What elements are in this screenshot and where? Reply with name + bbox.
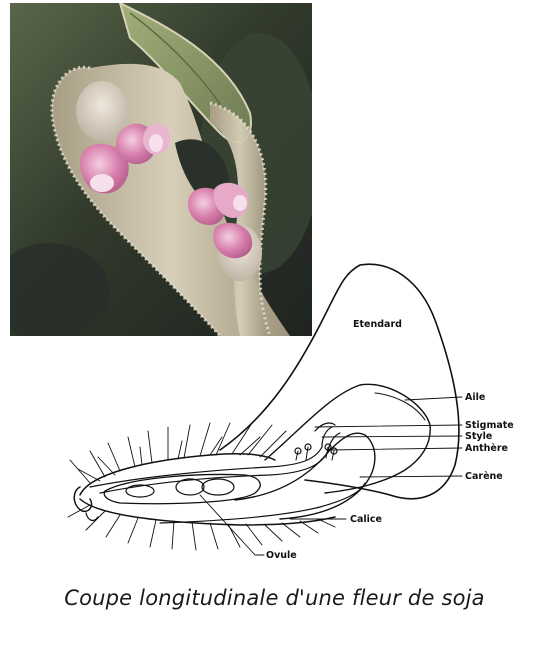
label-ovule: Ovule [266,550,297,561]
flower-section-diagram: Etendard Aile Stigmate Style Anthère Car… [60,255,540,575]
label-style: Style [465,431,492,442]
figure-caption: Coupe longitudinale d'une fleur de soja [0,586,549,610]
label-anthere: Anthère [465,443,508,454]
label-calice: Calice [350,514,382,525]
etendard-outline [220,264,459,499]
label-carene: Carène [465,471,503,482]
ovaire-outline [104,475,260,504]
label-aile: Aile [465,392,485,403]
label-etendard: Etendard [353,319,402,330]
label-stigmate: Stigmate [465,420,514,431]
